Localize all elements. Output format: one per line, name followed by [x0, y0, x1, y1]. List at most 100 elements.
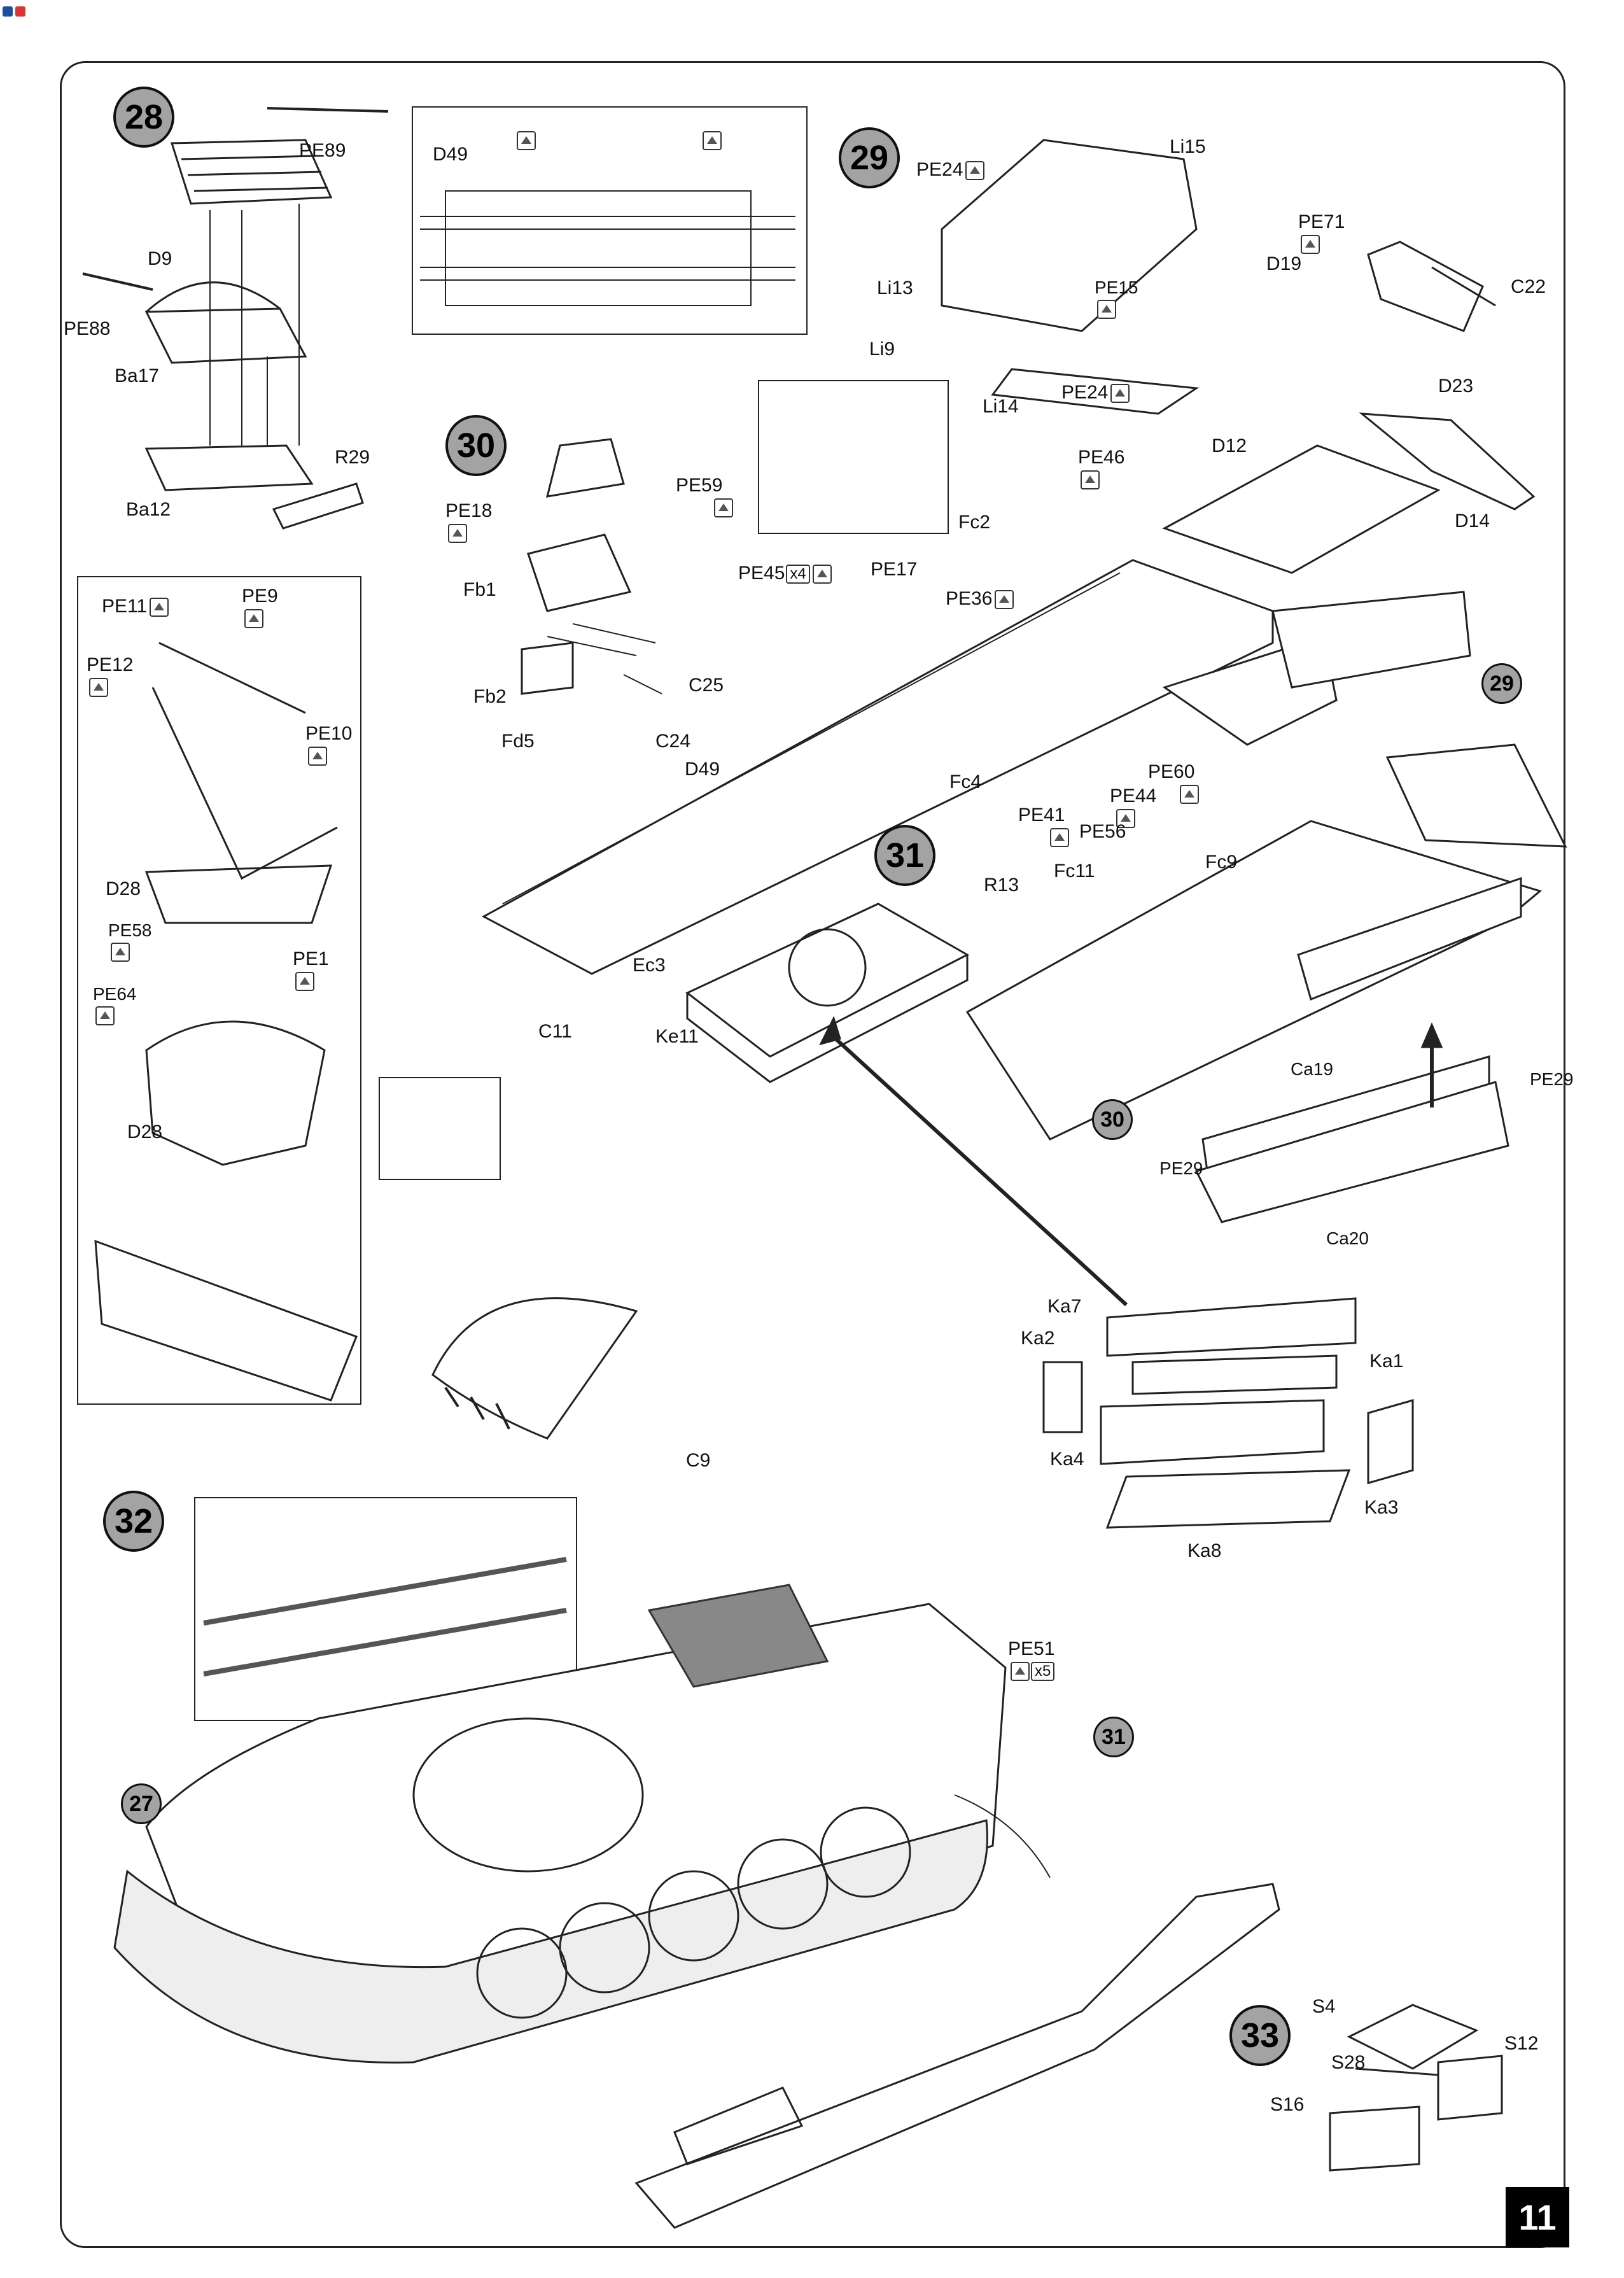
step-number-badge: 33 [1229, 2005, 1291, 2066]
reference-step-badge: 29 [1481, 663, 1522, 704]
part-label: Ba17 [115, 365, 160, 386]
part-label: PE15 [1095, 278, 1138, 319]
part-label: PE1 [293, 948, 329, 992]
part-label: Ke11 [655, 1026, 699, 1047]
part-label: PE58 [108, 920, 152, 962]
detail-marker-icon [517, 131, 536, 150]
part-label: PE24 [916, 159, 985, 181]
photo-etch-icon [1110, 384, 1130, 404]
part-label: S4 [1312, 1996, 1336, 2017]
part-label: D28 [106, 878, 141, 899]
part-label: PE29 [1530, 1069, 1574, 1089]
part-label: D49 [433, 144, 468, 165]
part-label: Li13 [877, 278, 913, 299]
page-frame [60, 61, 1565, 2248]
part-label: PE59 [676, 475, 733, 518]
part-label: PE10 [305, 723, 352, 766]
part-label: PE29 [1159, 1158, 1203, 1178]
part-label: PE64 [93, 984, 137, 1025]
step-number-badge: 28 [113, 87, 174, 148]
part-label: D49 [685, 759, 720, 780]
part-label: Ka2 [1021, 1328, 1055, 1349]
logo-mark-icon [3, 6, 13, 17]
part-label: PE36 [946, 588, 1014, 610]
part-label: PE12 [87, 654, 133, 698]
part-label: D12 [1212, 435, 1247, 456]
part-label: Ka3 [1364, 1497, 1399, 1518]
photo-etch-icon [244, 609, 263, 629]
part-label: C11 [538, 1021, 572, 1042]
step-number-badge: 31 [874, 825, 935, 886]
part-label: C9 [686, 1450, 711, 1471]
photo-etch-icon [1301, 235, 1320, 255]
photo-etch-icon [1097, 299, 1116, 319]
part-label: Fc11 [1054, 861, 1095, 882]
part-label: PE56 [1079, 821, 1126, 842]
part-label: C25 [689, 675, 724, 696]
publisher-logo [3, 3, 25, 20]
part-label: D9 [148, 248, 172, 269]
photo-etch-icon [150, 598, 169, 617]
part-label: PE71 [1298, 211, 1345, 255]
part-label: Li9 [869, 339, 895, 360]
part-label: Fb1 [463, 579, 496, 600]
part-label: PE11 [102, 596, 169, 617]
photo-etch-icon [1180, 785, 1199, 805]
photo-etch-icon [1011, 1662, 1030, 1682]
photo-etch-icon [308, 747, 327, 766]
part-label: PE46 [1078, 447, 1124, 490]
part-label: Fd5 [501, 731, 535, 752]
part-label: S12 [1504, 2033, 1539, 2054]
photo-etch-icon [295, 972, 314, 992]
part-label: Ka4 [1050, 1449, 1084, 1470]
page-number: 11 [1506, 2187, 1569, 2247]
part-label: Fc4 [949, 771, 982, 792]
part-label: Ec3 [633, 955, 666, 976]
part-label: D14 [1455, 510, 1490, 531]
part-label: Ba12 [126, 499, 171, 520]
photo-etch-icon [995, 590, 1014, 610]
part-label: PE89 [299, 140, 346, 161]
part-label: D19 [1266, 253, 1302, 274]
photo-etch-icon [714, 498, 733, 518]
part-label: D23 [1438, 376, 1474, 397]
step-number-badge: 30 [445, 415, 507, 476]
part-label: PE17 [871, 559, 918, 580]
step-number-badge: 32 [103, 1491, 164, 1552]
detail-marker-icon [703, 131, 722, 150]
part-label: S16 [1270, 2094, 1305, 2115]
photo-etch-icon [965, 161, 985, 181]
part-label: R13 [984, 875, 1019, 896]
part-label: C24 [655, 731, 691, 752]
part-label: PE60 [1148, 761, 1199, 805]
part-label: D28 [127, 1121, 163, 1143]
part-label: Fb2 [473, 686, 507, 707]
part-label: PE24 [1061, 382, 1130, 404]
part-label: Fc9 [1205, 852, 1238, 873]
part-label: Ca19 [1291, 1059, 1333, 1079]
part-label: C22 [1511, 276, 1546, 297]
part-label: PE44 [1110, 785, 1156, 829]
part-label: Li14 [983, 396, 1019, 417]
photo-etch-icon [812, 565, 832, 584]
photo-etch-icon [1116, 809, 1135, 829]
reference-step-badge: 27 [121, 1783, 162, 1824]
part-label: Fc2 [958, 512, 991, 533]
part-label: Ka7 [1047, 1296, 1082, 1317]
part-label: Ka8 [1187, 1540, 1222, 1561]
part-label: Ca20 [1326, 1228, 1369, 1248]
photo-etch-icon [95, 1006, 115, 1025]
logo-mark-icon [15, 6, 25, 17]
step-number-badge: 29 [839, 127, 900, 188]
reference-step-badge: 30 [1092, 1099, 1133, 1140]
photo-etch-icon [1081, 470, 1100, 490]
photo-etch-icon [448, 524, 467, 544]
photo-etch-icon [89, 678, 108, 698]
part-label: PE41 [1018, 805, 1069, 848]
reference-step-badge: 31 [1093, 1717, 1134, 1757]
part-label: PE88 [64, 318, 111, 339]
photo-etch-icon [1050, 828, 1069, 848]
